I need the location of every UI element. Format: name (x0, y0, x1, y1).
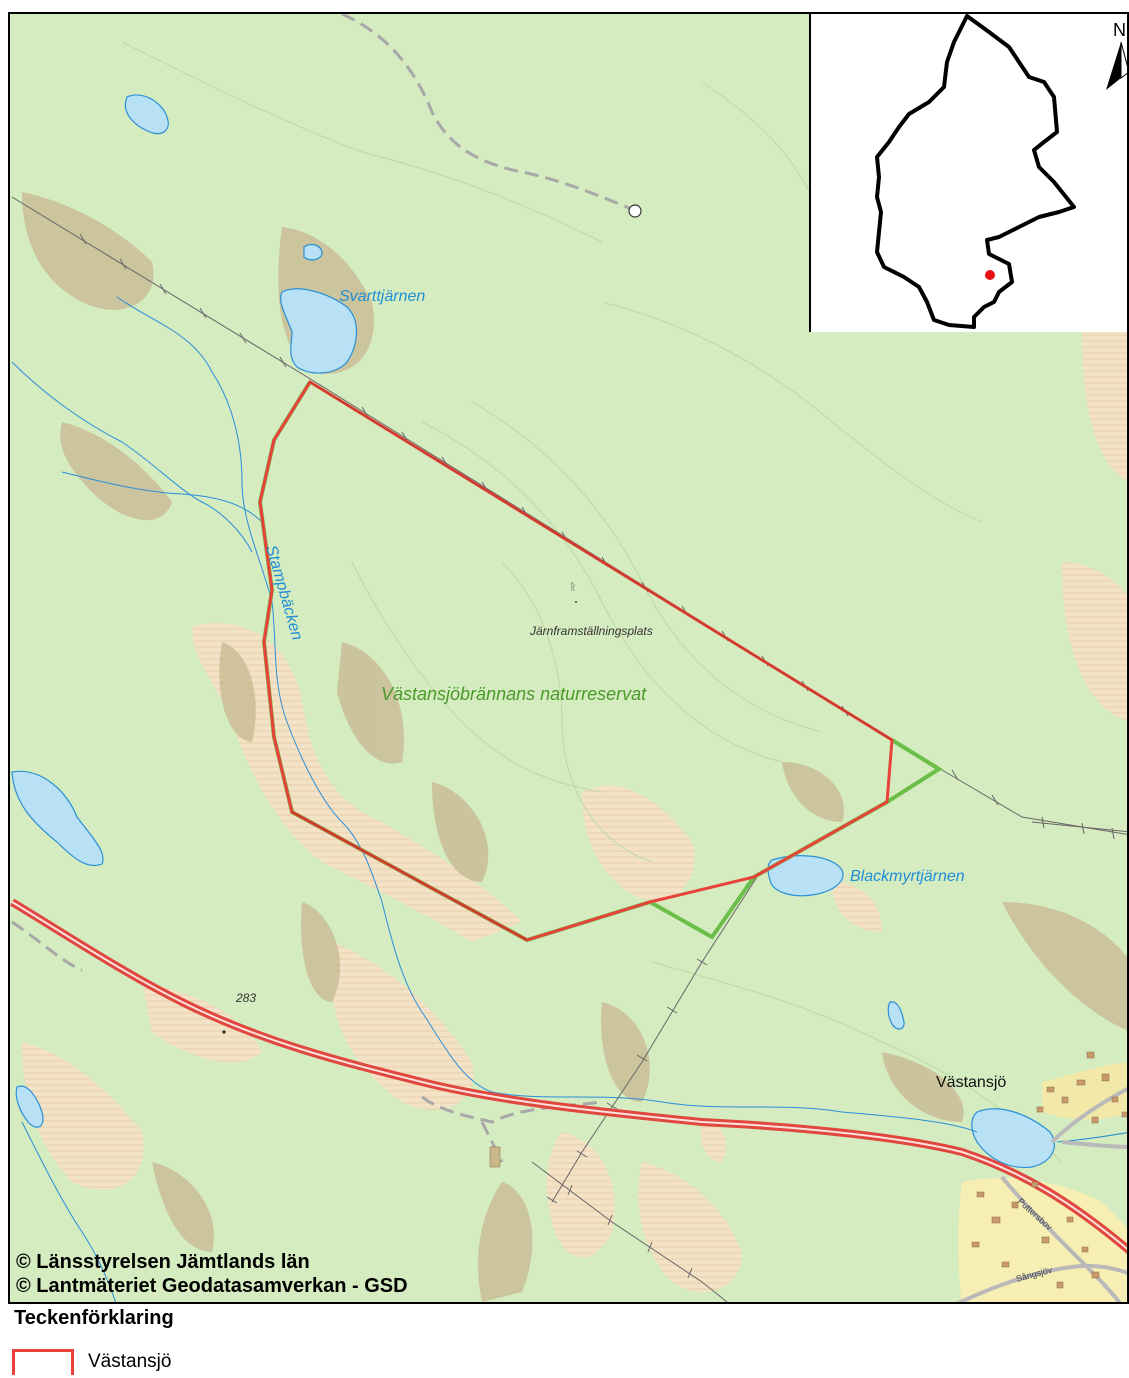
power-line-southeast (531, 1161, 728, 1302)
legend-item-vastansjo: Västansjö (12, 1348, 171, 1376)
track-west (11, 920, 83, 972)
stream-southwest (21, 1121, 117, 1302)
copyright-lansstyrelsen: © Länsstyrelsen Jämtlands län (16, 1251, 310, 1273)
track-endpoint (628, 204, 642, 218)
stream-stampbacken (116, 296, 978, 1133)
lake-southwest (15, 1085, 44, 1128)
track-north (341, 14, 635, 212)
power-line-east (1031, 821, 1127, 833)
north-arrow-label: N (1113, 20, 1126, 40)
elevation-point (222, 1030, 226, 1034)
label-reserve: Västansjöbrännans naturreservat (381, 684, 647, 704)
site-dot (575, 601, 577, 603)
power-line-south (551, 876, 758, 1203)
lake-small-east (887, 1001, 905, 1030)
inset-overview-map: N (809, 14, 1127, 332)
location-marker (985, 270, 995, 280)
buildings (489, 1051, 1127, 1289)
north-arrow-icon (1106, 42, 1121, 90)
lake-west (11, 770, 104, 866)
copyright-lantmateriet: © Lantmäteriet Geodatasamverkan - GSD (16, 1275, 408, 1297)
legend-label: Västansjö (88, 1351, 172, 1372)
inset-svg: N (811, 14, 1127, 332)
vastansjo-dark-boundary (291, 381, 893, 941)
lake-svarttjarnen (280, 288, 358, 374)
label-vastansjo-village: Västansjö (936, 1074, 1006, 1091)
open-land-areas (22, 332, 1127, 1292)
label-jarnframstallningsplats: Järnframställningsplats (529, 624, 653, 638)
map-frame[interactable]: ᚱ Svarttjärnen Stampbäcken Järnframställ… (8, 12, 1129, 1304)
lake-northwest (124, 94, 169, 135)
label-elevation: 283 (235, 991, 256, 1005)
county-outline (875, 14, 1076, 329)
main-road (10, 898, 1127, 1254)
stream-tributary (61, 471, 263, 523)
stream-west (11, 361, 253, 553)
legend-swatch-red-outline (12, 1349, 74, 1375)
local-roads (955, 1086, 1127, 1302)
label-svarttjarnen: Svarttjärnen (339, 288, 425, 305)
lake-vastansjo (971, 1108, 1055, 1169)
lake-blackmyrtjarnen (767, 855, 844, 897)
lakes (11, 94, 1055, 1169)
track-south-2 (480, 1121, 504, 1163)
north-arrow-icon-outline (1120, 41, 1127, 79)
label-blackmyrtjarnen: Blackmyrtjärnen (850, 868, 965, 885)
legend-title: Teckenförklaring (14, 1307, 174, 1329)
site-symbol: ᚱ (570, 582, 576, 593)
lake-small-north (303, 244, 323, 261)
